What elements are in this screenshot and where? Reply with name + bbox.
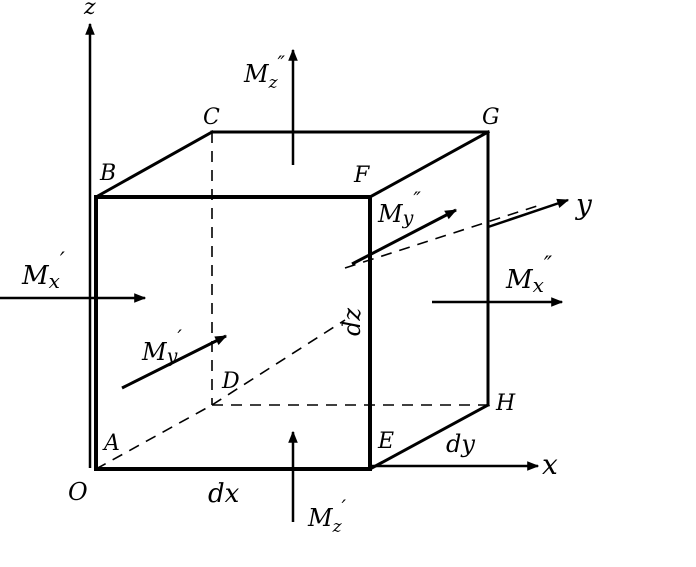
- my-front-label: My′: [141, 325, 182, 367]
- mz-bottom-label: Mz′: [307, 495, 347, 537]
- mx-left-label: Mx′: [21, 249, 65, 293]
- dx-label: dx: [208, 479, 240, 509]
- mz-top-label: Mz″: [243, 51, 286, 93]
- axis-z-label: z: [83, 0, 96, 20]
- edge-AD-hidden: [95, 404, 213, 470]
- vertex-H-label: H: [495, 391, 516, 416]
- vertex-D-label: D: [221, 369, 240, 394]
- vertex-F-label: F: [353, 163, 370, 188]
- y-axis-inner-dashed-2: [211, 319, 346, 406]
- my-back-arrow: [351, 208, 458, 266]
- y-axis-inner-dashed: [344, 204, 541, 269]
- edge-BC: [93, 129, 215, 200]
- my-back-label: My″: [377, 187, 421, 229]
- my-front-arrow: [121, 334, 228, 390]
- edge-FG: [367, 129, 491, 200]
- dy-label: dy: [446, 430, 475, 458]
- edge-EH: [367, 402, 491, 472]
- dz-label: dz: [338, 308, 366, 336]
- axis-y-label: y: [574, 188, 593, 221]
- y-axis-arrow: [487, 198, 570, 229]
- vertex-G-label: G: [482, 105, 500, 130]
- vertex-E-label: E: [377, 429, 394, 454]
- vertex-B-label: B: [99, 161, 116, 186]
- vertex-C-label: C: [203, 105, 220, 130]
- vertex-A-label: A: [102, 431, 120, 456]
- origin-label: O: [68, 478, 88, 506]
- mx-right-label: Mx″: [505, 253, 553, 297]
- axis-x-label: x: [542, 448, 558, 481]
